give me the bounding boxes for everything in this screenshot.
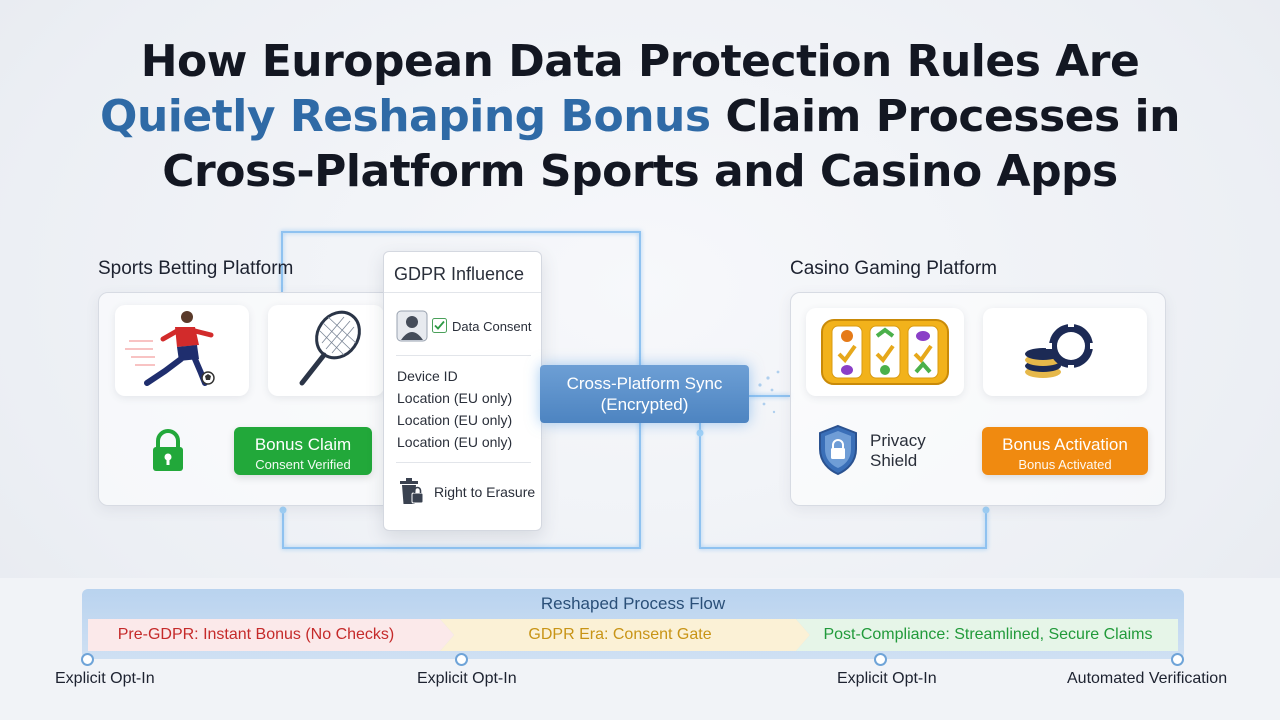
bonus-claim-label: Bonus Claim <box>254 435 352 454</box>
data-consent-label: Data Consent <box>452 319 532 334</box>
poker-chips-card <box>983 308 1147 396</box>
title-line-3: Cross-Platform Sports and Casino Apps <box>162 146 1118 197</box>
privacy-shield-line-2: Shield <box>870 451 918 470</box>
process-flow-title: Reshaped Process Flow <box>540 594 726 613</box>
cross-platform-sync-box: Cross-Platform Sync (Encrypted) <box>540 365 749 423</box>
connector-node <box>982 506 990 514</box>
bonus-activation-status: Bonus Activated <box>1018 457 1112 472</box>
privacy-shield-icon <box>819 424 857 476</box>
checkbox-checked-icon[interactable] <box>432 318 447 333</box>
user-avatar-icon <box>396 310 428 342</box>
milestone-label: Explicit Opt-In <box>837 670 937 687</box>
trash-lock-icon <box>400 478 424 504</box>
sync-subtitle: (Encrypted) <box>600 395 689 414</box>
tennis-racket-icon <box>299 310 361 386</box>
process-flow-stages-bar <box>88 619 1178 651</box>
page-title: How European Data Protection Rules Are Q… <box>0 34 1280 199</box>
stage-pre-gdpr: Pre-GDPR: Instant Bonus (No Checks) <box>117 626 395 643</box>
gdpr-header: GDPR Influence <box>394 264 525 284</box>
slot-machine-card <box>806 308 964 396</box>
gdpr-item: Location (EU only) <box>397 390 513 406</box>
gdpr-item: Device ID <box>397 368 458 384</box>
milestone-marker <box>455 653 468 666</box>
milestone-marker <box>1171 653 1184 666</box>
gdpr-item: Location (EU only) <box>397 434 513 450</box>
stage-gdpr-era: GDPR Era: Consent Gate <box>528 626 712 643</box>
casino-platform-label: Casino Gaming Platform <box>790 258 997 279</box>
title-line-2: Quietly Reshaping Bonus Claim Processes … <box>0 89 1280 144</box>
bonus-claim-button[interactable]: Bonus Claim Consent Verified <box>234 427 372 475</box>
milestone-label: Explicit Opt-In <box>55 670 155 687</box>
milestone-marker <box>874 653 887 666</box>
slot-machine-icon <box>821 319 949 385</box>
sports-platform-label: Sports Betting Platform <box>98 258 294 279</box>
soccer-player-card <box>115 305 249 396</box>
connector-right <box>699 423 987 549</box>
title-line-2-rest: Claim Processes in <box>710 91 1180 142</box>
poker-chips-icon <box>1025 321 1096 378</box>
sync-title: Cross-Platform Sync <box>566 374 723 393</box>
milestone-marker <box>81 653 94 666</box>
connector-node <box>279 506 287 514</box>
milestone-label: Explicit Opt-In <box>417 670 517 687</box>
divider <box>396 462 531 463</box>
divider <box>396 355 531 356</box>
title-highlight: Quietly Reshaping Bonus <box>100 91 711 142</box>
bonus-activation-button[interactable]: Bonus Activation Bonus Activated <box>982 427 1148 475</box>
title-line-1: How European Data Protection Rules Are <box>140 36 1140 87</box>
privacy-shield-line-1: Privacy <box>870 431 926 450</box>
lock-icon <box>153 429 183 471</box>
tennis-card <box>268 305 384 396</box>
bonus-activation-label: Bonus Activation <box>1002 435 1128 454</box>
privacy-shield-label: Privacy Shield <box>870 431 926 471</box>
right-to-erasure-label: Right to Erasure <box>434 484 536 500</box>
divider <box>384 292 541 293</box>
connector-node <box>696 429 704 437</box>
soccer-player-icon <box>125 311 215 386</box>
stage-post-compliance: Post-Compliance: Streamlined, Secure Cla… <box>823 626 1153 643</box>
gdpr-item: Location (EU only) <box>397 412 513 428</box>
bonus-claim-status: Consent Verified <box>255 457 351 472</box>
milestone-label: Automated Verification <box>1067 670 1228 687</box>
gdpr-influence-card: GDPR Influence Data Consent Device ID Lo… <box>383 251 542 531</box>
